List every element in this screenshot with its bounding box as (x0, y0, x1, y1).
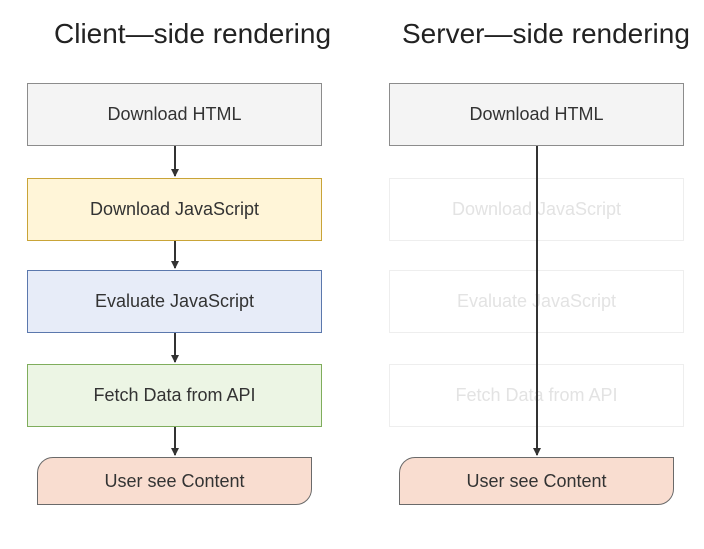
server-download-javascript-box: Download JavaScript (389, 178, 684, 241)
client-download-javascript-box: Download JavaScript (27, 178, 322, 241)
server-side-title: Server—side rendering (402, 18, 690, 49)
client-side-title: Client—side rendering (54, 18, 332, 49)
server-download-html-box: Download HTML (389, 83, 684, 146)
client-evaluate-javascript-box: Evaluate JavaScript (27, 270, 322, 333)
client-fetch-data-box: Fetch Data from API (27, 364, 322, 427)
client-user-see-content-box: User see Content (37, 457, 312, 505)
server-user-see-content-box: User see Content (399, 457, 674, 505)
server-evaluate-javascript-box: Evaluate JavaScript (389, 270, 684, 333)
client-download-html-box: Download HTML (27, 83, 322, 146)
server-fetch-data-box: Fetch Data from API (389, 364, 684, 427)
